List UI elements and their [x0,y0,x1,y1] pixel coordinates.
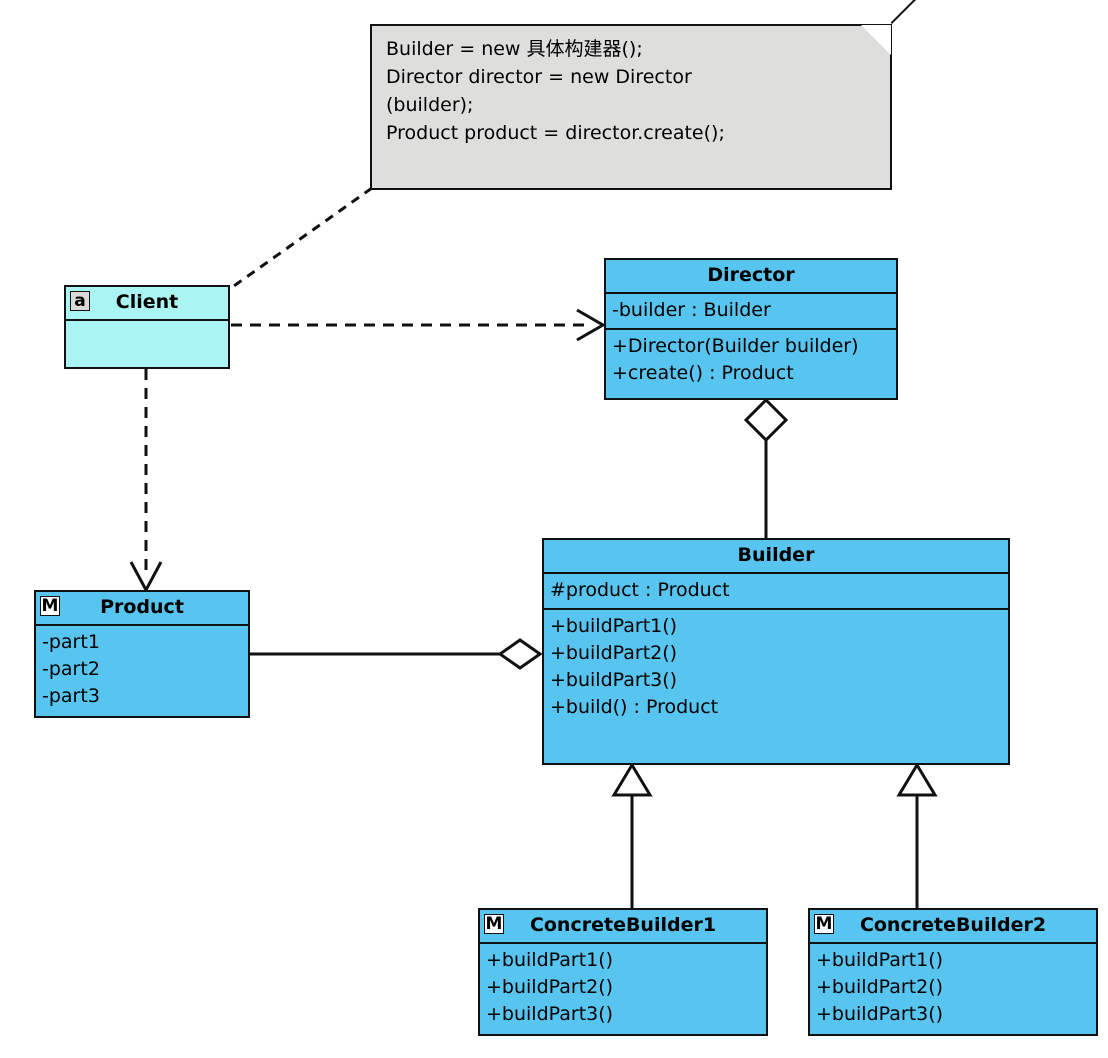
class-title-concretebuilder2: M ConcreteBuilder2 [810,910,1096,944]
note-anchor-client-line [230,186,373,290]
method-item: +buildPart3() [486,1002,614,1025]
note-line: (builder); [386,93,474,116]
class-title-builder: Builder [544,540,1008,574]
class-title-director: Director [606,260,896,294]
class-box-builder[interactable]: Builder #product : Product +buildPart1()… [542,538,1010,765]
method-item: +buildPart3() [550,668,678,691]
method-item: +create() : Product [612,361,794,384]
class-attributes-builder: #product : Product [544,574,1008,610]
class-title-client: a Client [66,287,228,321]
note-line: Product product = director.create(); [386,121,725,144]
class-box-concretebuilder2[interactable]: M ConcreteBuilder2 +buildPart1() +buildP… [808,908,1098,1036]
client-depends-director-arrowhead [576,308,607,342]
attribute-item: -part1 [42,631,100,653]
concretebuilder1-inheritance-triangle [611,762,653,797]
attribute-item: -part3 [42,684,100,707]
method-item: +buildPart1() [486,949,614,971]
client-code-note[interactable]: Builder = new 具体构建器(); Director director… [370,0,922,190]
method-item: +buildPart2() [486,975,614,998]
class-title-concretebuilder1: M ConcreteBuilder1 [480,910,766,944]
method-item: +buildPart3() [816,1002,944,1025]
class-name-label: Client [115,291,179,313]
class-name-label: ConcreteBuilder2 [859,914,1047,936]
class-methods-concretebuilder1: +buildPart1() +buildPart2() +buildPart3(… [480,944,766,1034]
class-name-label: ConcreteBuilder1 [529,914,717,936]
method-item: +buildPart2() [816,975,944,998]
method-item: +Director(Builder builder) [612,334,859,357]
note-line: Director director = new Director [386,65,692,88]
stereotype-badge-icon: M [814,914,834,934]
class-methods-concretebuilder2: +buildPart1() +buildPart2() +buildPart3(… [810,944,1096,1034]
class-box-concretebuilder1[interactable]: M ConcreteBuilder1 +buildPart1() +buildP… [478,908,768,1036]
concretebuilder2-inheritance-triangle [896,762,938,797]
class-methods-builder: +buildPart1() +buildPart2() +buildPart3(… [544,610,1008,763]
method-item: +build() : Product [550,695,719,718]
class-name-label: Director [707,264,795,286]
attribute-item: #product : Product [550,579,730,601]
class-box-client[interactable]: a Client [64,285,230,369]
class-attributes-product: -part1 -part2 -part3 [36,626,248,716]
method-item: +buildPart1() [816,949,944,971]
note-fold-line-icon [890,0,922,24]
note-line: Builder = new 具体构建器(); [386,38,643,60]
class-title-product: M Product [36,592,248,626]
director-aggregation-diamond [743,397,789,443]
stereotype-badge-icon: M [484,914,504,934]
attribute-item: -builder : Builder [612,299,771,321]
class-attributes-director: -builder : Builder [606,294,896,330]
note-fold-icon [861,25,891,55]
stereotype-badge-icon: M [40,596,60,616]
method-item: +buildPart2() [550,641,678,664]
builder-aggregation-diamond [497,638,543,670]
method-item: +buildPart1() [550,614,678,637]
class-box-director[interactable]: Director -builder : Builder +Director(Bu… [604,258,898,400]
class-attributes-client [66,321,228,367]
class-methods-director: +Director(Builder builder) +create() : P… [606,330,896,398]
class-box-product[interactable]: M Product -part1 -part2 -part3 [34,590,250,718]
class-name-label: Product [100,596,184,618]
class-name-label: Builder [737,544,815,566]
stereotype-badge-icon: a [70,291,90,311]
client-depends-product-arrowhead [129,561,163,594]
attribute-item: -part2 [42,657,100,680]
note-body: Builder = new 具体构建器(); Director director… [372,26,890,158]
